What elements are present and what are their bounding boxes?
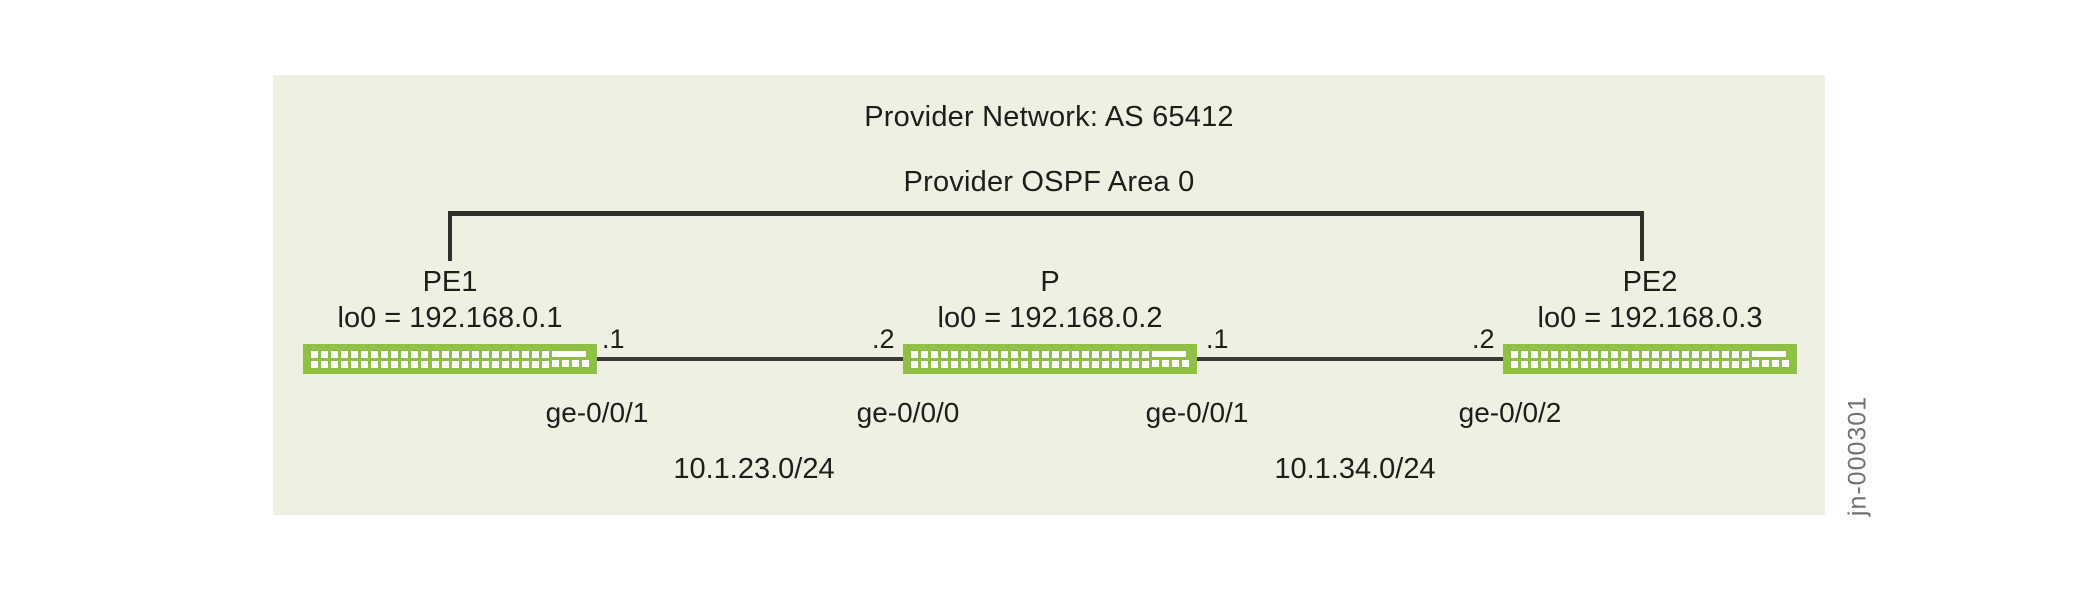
interface-label-pe2-ge002: ge-0/0/2	[1458, 397, 1562, 428]
port-group	[971, 350, 1029, 368]
ip-label-p-left: .2	[872, 324, 895, 354]
port-group	[311, 350, 368, 368]
ip-label-pe1-side: .1	[602, 324, 625, 354]
router-device-p	[903, 344, 1197, 374]
ip-label-p-right: .1	[1206, 324, 1229, 354]
ip-label-pe2-side: .2	[1472, 324, 1495, 354]
router-loopback-p: lo0 = 192.168.0.2	[937, 302, 1163, 334]
ospf-area-label: Provider OSPF Area 0	[903, 166, 1195, 198]
interface-label-pe1-ge001: ge-0/0/1	[545, 397, 649, 428]
router-label-p: P	[1040, 266, 1060, 298]
port-group	[431, 350, 489, 368]
link-line-pe1-p	[597, 357, 903, 361]
port-group	[371, 350, 429, 368]
mgmt-ports	[552, 351, 589, 367]
port-group	[1031, 350, 1089, 368]
figure-title: Provider Network: AS 65412	[864, 101, 1234, 133]
router-label-pe1: PE1	[422, 266, 478, 298]
port-group	[491, 350, 549, 368]
port-group	[1511, 350, 1568, 368]
figure-id: jn-000301	[1843, 395, 1872, 517]
router-device-pe1	[303, 344, 597, 374]
port-group	[1631, 350, 1689, 368]
port-group	[1691, 350, 1749, 368]
port-group	[1091, 350, 1149, 368]
ospf-area-bracket	[448, 211, 1644, 261]
subnet-label-link2: 10.1.34.0/24	[1274, 453, 1436, 485]
router-loopback-pe1: lo0 = 192.168.0.1	[337, 302, 563, 334]
interface-label-p-ge001: ge-0/0/1	[1145, 397, 1249, 428]
mgmt-ports	[1752, 351, 1789, 367]
mgmt-ports	[1152, 351, 1189, 367]
router-loopback-pe2: lo0 = 192.168.0.3	[1537, 302, 1763, 334]
diagram-panel	[273, 75, 1825, 515]
router-device-pe2	[1503, 344, 1797, 374]
link-line-p-pe2	[1197, 357, 1503, 361]
router-label-pe2: PE2	[1622, 266, 1678, 298]
subnet-label-link1: 10.1.23.0/24	[673, 453, 835, 485]
interface-label-p-ge000: ge-0/0/0	[856, 397, 960, 428]
port-group	[911, 350, 968, 368]
port-group	[1571, 350, 1629, 368]
